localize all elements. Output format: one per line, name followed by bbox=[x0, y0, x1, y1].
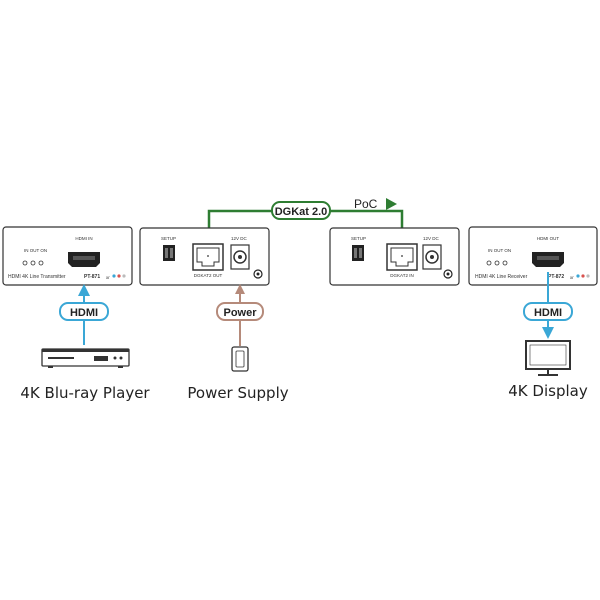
led-icon bbox=[22, 260, 28, 266]
tx-hdmi-in-label: HDMI IN bbox=[75, 236, 92, 241]
tx-model-suffix: xr bbox=[106, 275, 110, 280]
source-hdmi-label: HDMI bbox=[70, 307, 98, 319]
dgkat-link-cable: DGKat 2.0 PoC bbox=[204, 197, 407, 248]
tx-model: PT-871 bbox=[84, 274, 100, 280]
rx-model-suffix: xr bbox=[570, 275, 574, 280]
rx-rj45-label: DGKAT2 IN bbox=[390, 273, 413, 278]
rx-model: PT-872 bbox=[548, 274, 564, 280]
display-caption: 4K Display bbox=[508, 382, 588, 400]
hdmi-label-pill bbox=[59, 302, 109, 321]
tx-rj45-label: DGKAT2 OUT bbox=[194, 273, 223, 278]
blu-ray-player-icon bbox=[41, 348, 130, 368]
led-icon bbox=[494, 260, 500, 266]
rx-led-label: IN OUT ON bbox=[488, 248, 511, 253]
dip-switch-icon bbox=[163, 245, 175, 261]
led-icon bbox=[502, 260, 508, 266]
dgkat-label: DGKat 2.0 bbox=[275, 206, 328, 218]
led-icon bbox=[38, 260, 44, 266]
tx-name: HDMI 4K Line Transmitter bbox=[8, 274, 66, 280]
rx-hdmi-out-label: HDMI OUT bbox=[537, 236, 559, 241]
receiver-front: HDMI OUT IN OUT ON HDMI 4K Line Receiver… bbox=[468, 226, 598, 286]
rx-dc-label: 12V DC bbox=[423, 236, 440, 241]
hdmi-label-pill bbox=[523, 302, 573, 321]
power-caption: Power Supply bbox=[187, 384, 288, 402]
transmitter-front: HDMI IN IN OUT ON HDMI 4K Line Transmitt… bbox=[2, 226, 133, 286]
rx-name: HDMI 4K Line Receiver bbox=[475, 274, 528, 280]
monitor-icon bbox=[525, 340, 571, 376]
poc-label: PoC bbox=[354, 197, 378, 211]
receiver-rear: SETUP DGKAT2 IN 12V DC bbox=[329, 227, 460, 286]
dgkat-label-pill bbox=[271, 201, 331, 220]
poc-arrow-icon bbox=[386, 198, 397, 210]
led-icon bbox=[30, 260, 36, 266]
tx-dc-label: 12V DC bbox=[231, 236, 248, 241]
dip-switch-icon bbox=[352, 245, 364, 261]
rx-setup-label: SETUP bbox=[351, 236, 366, 241]
power-label-pill bbox=[216, 302, 264, 321]
source-caption: 4K Blu-ray Player bbox=[20, 384, 150, 402]
tx-setup-label: SETUP bbox=[161, 236, 176, 241]
tx-led-label: IN OUT ON bbox=[24, 248, 47, 253]
power-cable: Power bbox=[216, 284, 264, 346]
led-icon bbox=[486, 260, 492, 266]
display-hdmi-label: HDMI bbox=[534, 307, 562, 319]
power-label: Power bbox=[223, 307, 257, 319]
power-supply-icon bbox=[231, 346, 249, 372]
source-hdmi-cable: HDMI bbox=[59, 284, 109, 345]
display-hdmi-cable: HDMI bbox=[523, 272, 573, 339]
transmitter-rear: SETUP DGKAT2 OUT 12V DC bbox=[139, 227, 270, 286]
